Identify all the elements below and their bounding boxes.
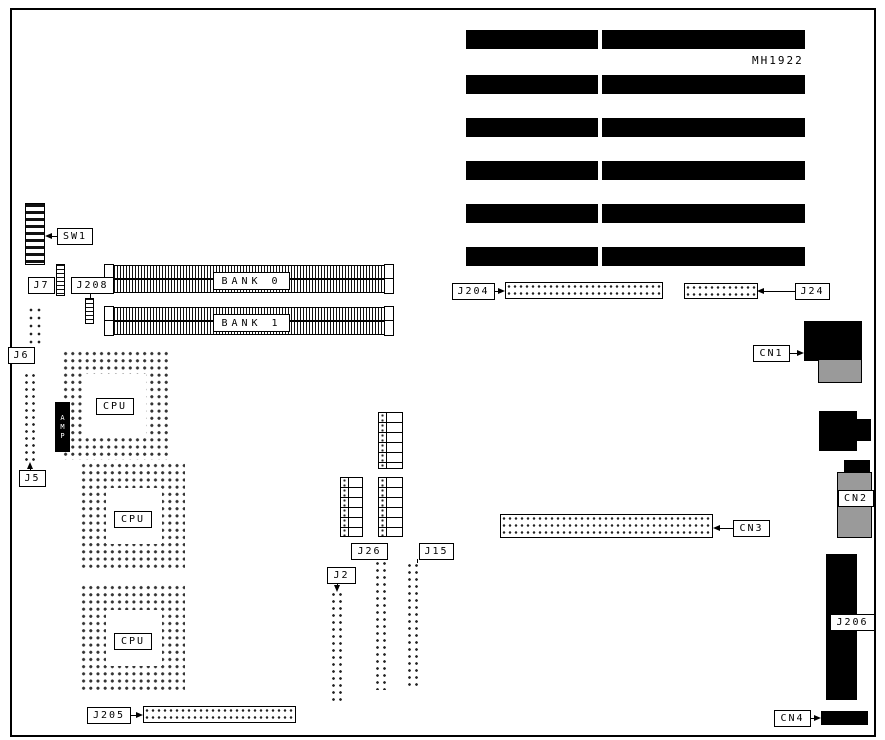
terminal-block-1 <box>378 412 403 469</box>
j205-arrow-icon <box>136 712 143 718</box>
cn3-arrow-icon <box>713 525 720 531</box>
expansion-slot-2-right <box>602 75 805 94</box>
cpu-2-label: CPU <box>114 511 152 528</box>
cn2-label: CN2 <box>838 490 874 507</box>
cn1-leader-line <box>790 353 798 354</box>
cn3-header <box>500 514 713 538</box>
expansion-slot-6-left <box>466 247 598 266</box>
din-connector <box>819 411 857 451</box>
j24-header <box>684 283 758 299</box>
j15-label: J15 <box>419 543 454 560</box>
cn3-leader-line <box>719 528 733 529</box>
board-model-label: MH1922 <box>752 54 804 67</box>
j2-header <box>330 591 345 704</box>
j24-arrow-icon <box>757 288 764 294</box>
expansion-slot-5-left <box>466 204 598 223</box>
simm-clip-icon <box>104 320 114 336</box>
board-outline <box>10 8 876 737</box>
j26-header <box>374 560 389 690</box>
j24-leader-line <box>763 291 795 292</box>
j26-label: J26 <box>351 543 388 560</box>
j208-label: J208 <box>71 277 114 294</box>
j205-leader-line <box>131 715 137 716</box>
cn1-port-lower <box>818 359 862 383</box>
cpu-1-label: CPU <box>96 398 134 415</box>
cn4-connector <box>821 711 868 725</box>
cn2-port-top <box>844 460 870 473</box>
j7-label: J7 <box>28 277 55 294</box>
cn4-arrow-icon <box>814 715 821 721</box>
j5-label: J5 <box>19 470 46 487</box>
j208-header <box>85 298 94 324</box>
expansion-slot-4-right <box>602 161 805 180</box>
expansion-slot-4-left <box>466 161 598 180</box>
bank1-label: BANK 1 <box>213 314 290 332</box>
expansion-slot-2-left <box>466 75 598 94</box>
cpu-3-label: CPU <box>114 633 152 650</box>
terminal-block-3 <box>378 477 403 537</box>
j5-arrow-icon <box>27 462 33 469</box>
cn1-arrow-icon <box>797 350 804 356</box>
cn4-leader-line <box>811 718 816 719</box>
din-connector-tab <box>857 419 871 441</box>
expansion-slot-3-left <box>466 118 598 137</box>
j204-header <box>505 282 663 299</box>
j6-header <box>27 306 44 346</box>
j206-label: J206 <box>830 614 875 631</box>
terminal-block-2 <box>340 477 363 537</box>
simm-clip-icon <box>384 278 394 294</box>
j208-leader-line <box>90 294 91 298</box>
cn1-label: CN1 <box>753 345 790 362</box>
expansion-slot-6-right <box>602 247 805 266</box>
j6-label: J6 <box>8 347 35 364</box>
simm-clip-icon <box>384 320 394 336</box>
amp-chip: AMP <box>55 402 70 452</box>
sw1-arrow-icon <box>45 233 52 239</box>
expansion-slot-3-right <box>602 118 805 137</box>
j5-leader-line <box>30 467 31 471</box>
sw1-label: SW1 <box>57 228 93 245</box>
cn4-label: CN4 <box>774 710 811 727</box>
j7-header <box>56 264 65 296</box>
expansion-slot-1-left <box>466 30 598 49</box>
j205-header <box>143 706 296 723</box>
j204-arrow-icon <box>498 288 505 294</box>
j5-header <box>23 372 38 462</box>
expansion-slot-5-right <box>602 204 805 223</box>
j2-arrow-icon <box>334 585 340 592</box>
expansion-slot-1-right <box>602 30 805 49</box>
bank0-label: BANK 0 <box>213 272 290 290</box>
cn3-label: CN3 <box>733 520 770 537</box>
j205-label: J205 <box>87 707 131 724</box>
j2-label: J2 <box>327 567 356 584</box>
cn1-port-upper <box>804 321 862 361</box>
j15-header <box>406 562 421 690</box>
sw1-dip-switch <box>25 203 45 265</box>
j204-label: J204 <box>452 283 495 300</box>
j15-leader-line <box>417 559 418 563</box>
sw1-leader-line <box>51 236 58 237</box>
j24-label: J24 <box>795 283 830 300</box>
